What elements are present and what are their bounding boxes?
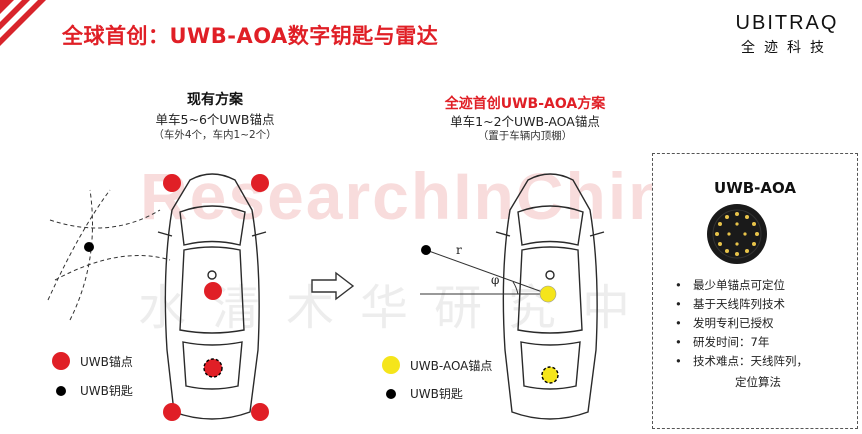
legend-label: UWB锚点 bbox=[80, 354, 133, 369]
right-legend-anchor: UWB-AOA锚点 bbox=[382, 356, 492, 374]
range-label: r bbox=[456, 243, 462, 257]
left-legend-anchor: UWB锚点 bbox=[52, 352, 133, 370]
uwb-key-dot bbox=[84, 242, 94, 252]
right-subtitle: 单车1~2个UWB-AOA锚点 bbox=[450, 114, 600, 129]
list-item: 最少单锚点可定位 bbox=[665, 276, 808, 295]
list-item: 基于天线阵列技术 bbox=[665, 295, 808, 314]
angle-label: φ bbox=[491, 273, 500, 287]
legend-label: UWB钥匙 bbox=[80, 384, 133, 398]
legend-swatch-black bbox=[56, 385, 66, 396]
brand-name-en: UBITRAQ bbox=[735, 12, 839, 34]
angle-arc bbox=[512, 281, 519, 295]
uwb-aoa-anchor-front bbox=[539, 285, 557, 303]
uwb-key-dot bbox=[421, 245, 431, 255]
page-title: 全球首创：UWB-AOA数字钥匙与雷达 bbox=[62, 24, 439, 48]
uwb-anchor-interior-rear bbox=[203, 358, 223, 378]
right-car-diagram bbox=[420, 173, 605, 420]
uwb-aoa-info-box: UWB-AOA 最少单锚点可定位 基于天线阵列技术 发明专利已授权 研发时间：7… bbox=[652, 153, 858, 429]
uwb-anchor-rear-left bbox=[163, 403, 181, 421]
right-legend-key: UWB钥匙 bbox=[386, 385, 463, 402]
left-note: （车外4个，车内1~2个） bbox=[153, 129, 277, 141]
right-heading: 全迹首创UWB-AOA方案 bbox=[444, 96, 606, 112]
uwb-anchor-interior-front bbox=[204, 282, 222, 300]
legend-label: UWB钥匙 bbox=[410, 387, 463, 401]
uwb-anchor-front-left bbox=[163, 174, 181, 192]
list-item: 发明专利已授权 bbox=[665, 314, 808, 333]
list-item: 技术难点：天线阵列， bbox=[665, 352, 808, 371]
brand-logo: UBITRAQ 全迹科技 bbox=[722, 12, 852, 57]
range-line bbox=[425, 249, 549, 295]
legend-swatch-black bbox=[386, 388, 396, 399]
watermark-cn: 水清木华研究中心 bbox=[138, 280, 731, 336]
left-legend-key: UWB钥匙 bbox=[56, 382, 133, 399]
corner-stripes-decoration bbox=[0, 0, 46, 46]
brand-name-cn: 全迹科技 bbox=[741, 40, 833, 56]
list-item-continuation: 定位算法 bbox=[735, 375, 781, 389]
car-outline bbox=[157, 173, 267, 420]
car-outline bbox=[495, 173, 605, 420]
left-car-diagram bbox=[47, 173, 269, 421]
uwb-aoa-anchor-rear bbox=[541, 366, 559, 384]
legend-label: UWB-AOA锚点 bbox=[410, 358, 493, 373]
legend-swatch-yellow bbox=[382, 356, 400, 374]
list-item: 研发时间：7年 bbox=[665, 333, 808, 352]
watermark-en: ResearchInChina bbox=[140, 159, 710, 233]
antenna-array-icon bbox=[707, 204, 767, 264]
right-note: （置于车辆内顶棚） bbox=[477, 130, 573, 142]
legend-swatch-red bbox=[52, 352, 70, 370]
uwb-aoa-feature-list: 最少单锚点可定位 基于天线阵列技术 发明专利已授权 研发时间：7年 技术难点：天… bbox=[665, 276, 808, 371]
uwb-anchor-rear-right bbox=[251, 403, 269, 421]
signal-arcs bbox=[47, 189, 171, 321]
uwb-aoa-title: UWB-AOA bbox=[714, 179, 796, 197]
uwb-anchor-front-right bbox=[251, 174, 269, 192]
left-heading: 现有方案 bbox=[187, 92, 243, 108]
left-subtitle: 单车5~6个UWB锚点 bbox=[155, 112, 275, 127]
arrow-right-icon bbox=[311, 271, 355, 301]
